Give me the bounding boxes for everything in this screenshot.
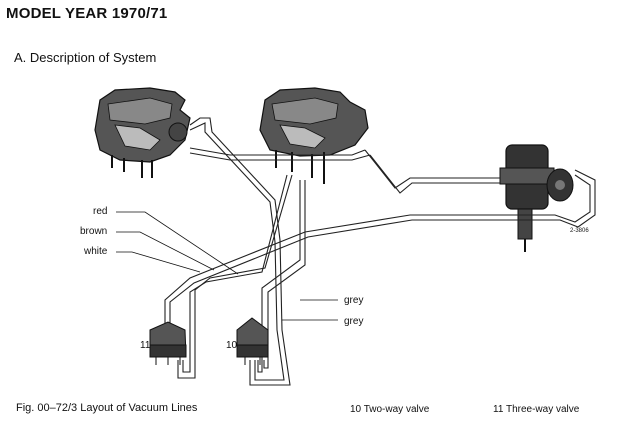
legend-item-10: 10 Two-way valve xyxy=(350,404,430,415)
figure-caption: Fig. 00–72/3 Layout of Vacuum Lines xyxy=(16,402,198,414)
right-carburetor xyxy=(259,87,369,184)
left-carburetor xyxy=(94,87,191,178)
valve-11-number: 11 xyxy=(140,340,151,351)
leader-lines xyxy=(116,211,338,321)
distributor xyxy=(499,144,574,252)
section-title: A. Description of System xyxy=(14,50,157,65)
valve-10-number: 10 xyxy=(226,340,238,351)
legend-item-11: 11 Three-way valve xyxy=(493,404,580,415)
label-brown: brown xyxy=(80,226,107,237)
label-white: white xyxy=(83,246,108,257)
two-way-valve-10 xyxy=(236,317,269,365)
reference-code: 2-3806 xyxy=(570,228,589,234)
model-year-title: MODEL YEAR 1970/71 xyxy=(6,5,168,22)
label-grey-upper: grey xyxy=(344,295,363,306)
three-way-valve-11 xyxy=(149,321,187,365)
label-grey-lower: grey xyxy=(344,316,363,327)
label-red: red xyxy=(93,206,107,217)
